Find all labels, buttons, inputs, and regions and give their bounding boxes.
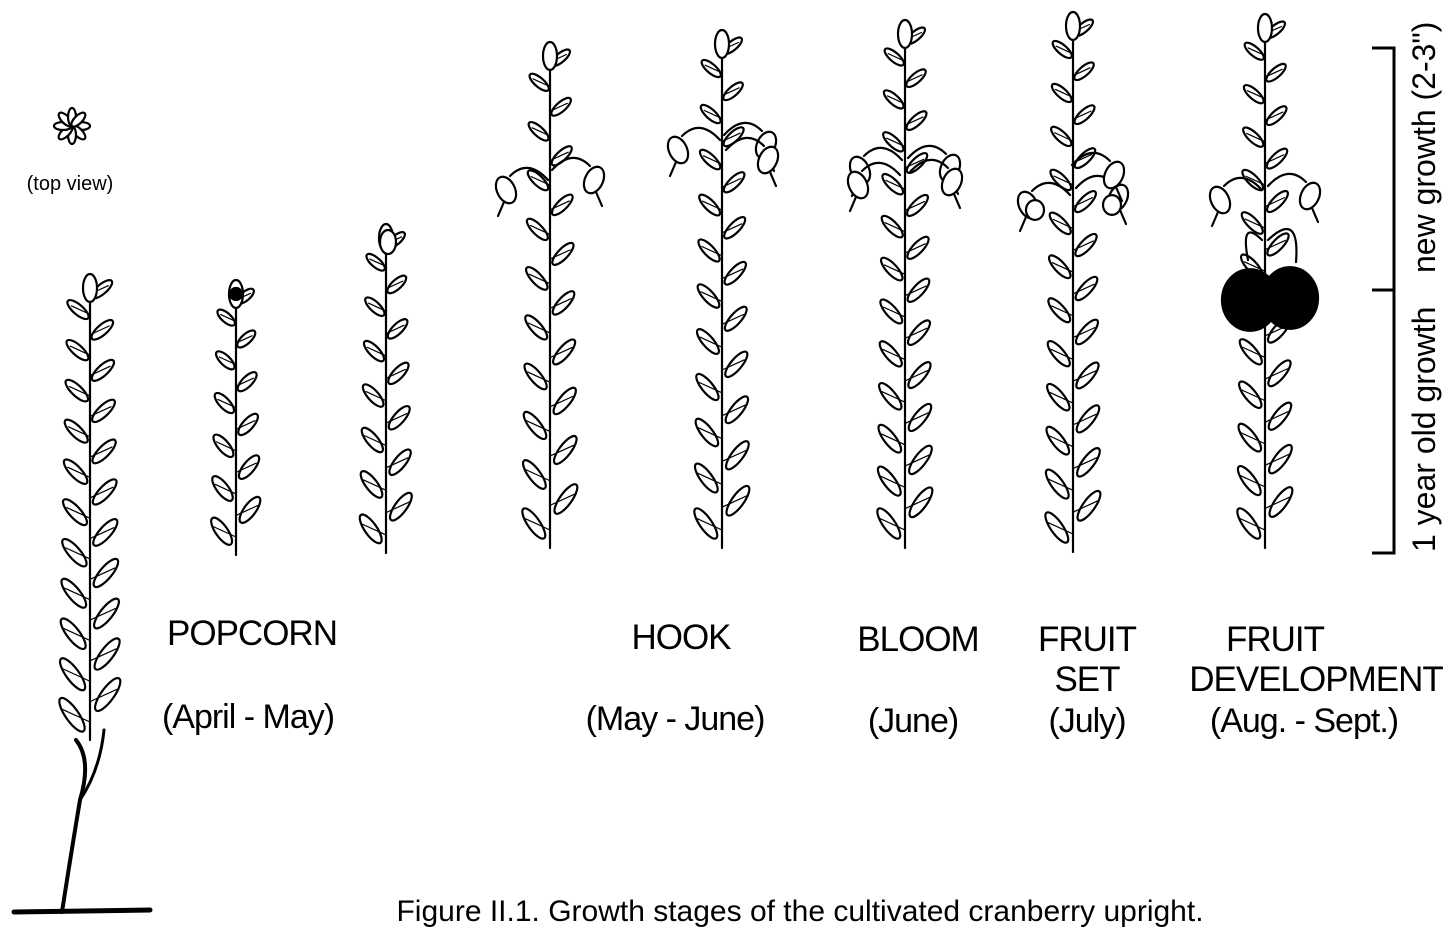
plant-popcorn-2 (356, 224, 415, 553)
stage-name-fruit-development-line2: DEVELOPMENT (1189, 660, 1443, 700)
old-growth-label: 1 year old growth (1406, 307, 1443, 552)
stage-name-bloom: BLOOM (857, 620, 978, 660)
stage-period-hook: (May - June) (586, 699, 765, 739)
top-view-rosette (54, 108, 90, 144)
stage-period-popcorn: (April - May) (162, 697, 334, 737)
stage-period-fruit-set: (July) (1048, 701, 1125, 741)
stage-period-fruit-development: (Aug. - Sept.) (1210, 701, 1398, 741)
plant-popcorn-1 (208, 280, 264, 555)
new-growth-label: new growth (2-3") (1406, 22, 1443, 273)
stage-name-hook: HOOK (631, 618, 730, 658)
stage-name-popcorn: POPCORN (167, 614, 337, 654)
plant-fruit-development (1206, 14, 1324, 548)
stage-period-bloom: (June) (868, 701, 958, 741)
top-view-label: (top view) (27, 173, 114, 196)
plant-bloom (844, 20, 966, 548)
plant-hook-2 (664, 30, 782, 548)
stage-name-fruit-set-line2: SET (1054, 660, 1119, 700)
plant-hook-1 (492, 42, 608, 548)
growth-scale-bar (1372, 48, 1394, 553)
stage-name-fruit-set-line1: FRUIT (1038, 620, 1136, 660)
plant-fruit-set (1014, 12, 1132, 552)
figure-caption: Figure II.1. Growth stages of the cultiv… (396, 895, 1203, 929)
stage-name-fruit-development-line1: FRUIT (1226, 620, 1324, 660)
plant-dormant-upright (14, 274, 150, 912)
